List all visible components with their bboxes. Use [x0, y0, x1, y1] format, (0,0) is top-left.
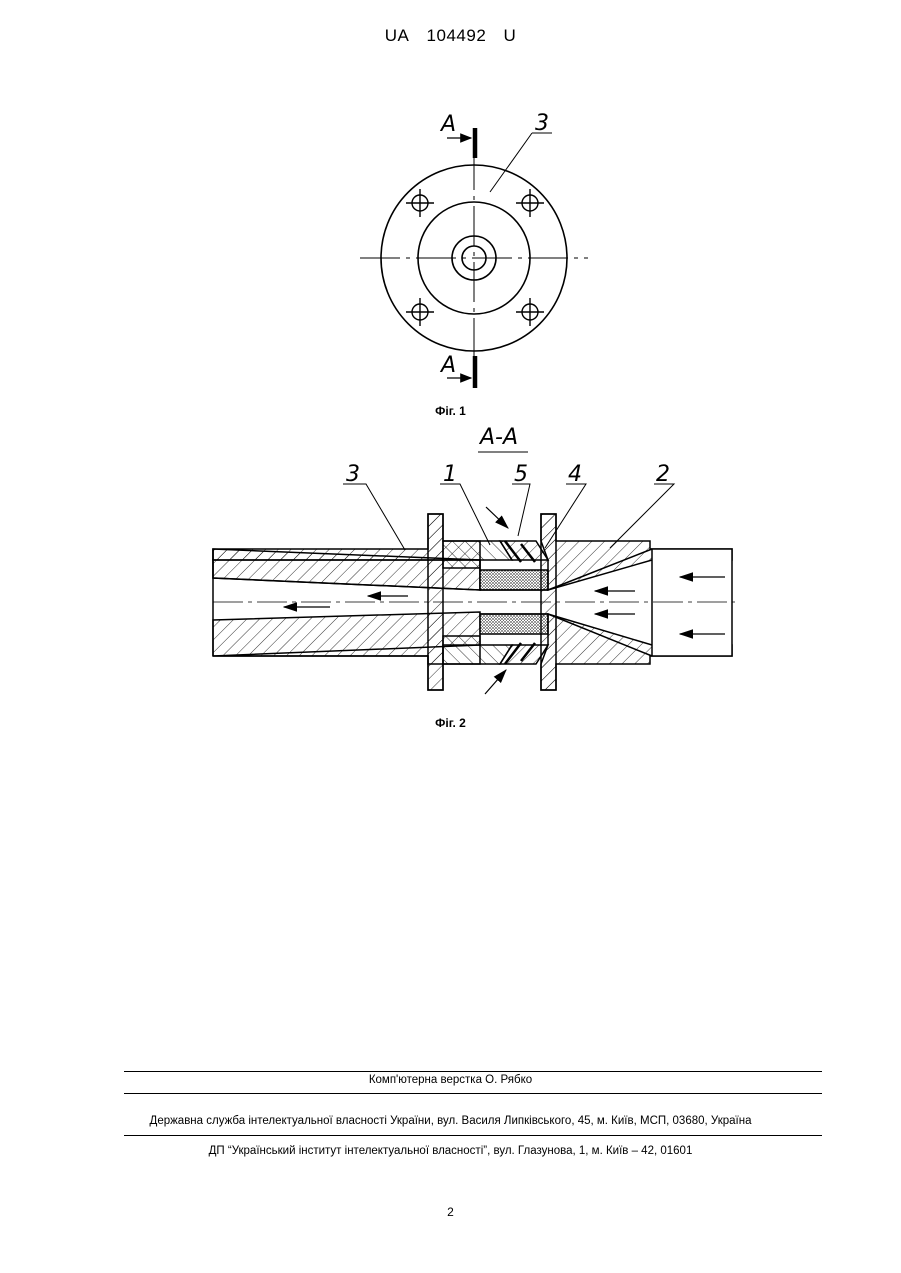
- callout-2: 2: [656, 462, 670, 487]
- callout-3-fig1: 3: [535, 111, 549, 136]
- callout-4: 4: [568, 462, 582, 487]
- footer-top-rule: [124, 1071, 822, 1072]
- footer-institute-address: ДП “Український інститут інтелектуальної…: [0, 1145, 901, 1157]
- figure-2-drawing: А-А: [0, 420, 901, 720]
- part-1-housing: [443, 541, 512, 664]
- figure-1-drawing: А А 3: [0, 100, 901, 400]
- callout-3: 3: [346, 462, 360, 487]
- patent-kind-code: U: [504, 26, 517, 45]
- section-mark-top: А: [439, 112, 456, 137]
- patent-office-code: UA: [385, 26, 410, 45]
- callout-5: 5: [514, 462, 528, 487]
- figure-2-caption: Фіг. 2: [0, 716, 901, 730]
- figure-1-caption: Фіг. 1: [0, 404, 901, 418]
- section-mark-bottom: А: [439, 353, 456, 378]
- footer-rule-3: [124, 1135, 822, 1136]
- footer-layout-credit: Комп'ютерна верстка О. Рябко: [0, 1074, 901, 1086]
- patent-number: 104492: [427, 26, 487, 45]
- footer-rule-2: [124, 1093, 822, 1094]
- patent-number-header: UA 104492 U: [0, 26, 901, 46]
- callout-1: 1: [443, 462, 457, 487]
- section-title: А-А: [478, 425, 518, 450]
- page-number: 2: [0, 1205, 901, 1219]
- footer-agency-address: Державна служба інтелектуальної власност…: [0, 1115, 901, 1127]
